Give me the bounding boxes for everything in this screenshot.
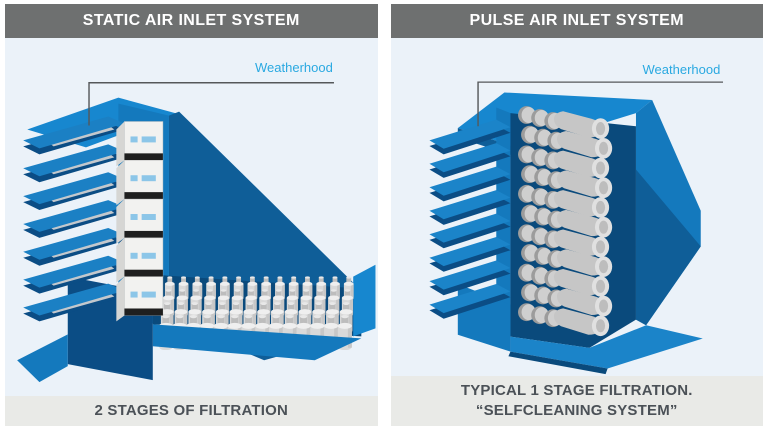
filter-box-column <box>116 121 164 322</box>
base-floor <box>509 325 703 369</box>
caption-line: 2 STAGES OF FILTRATION <box>94 402 289 419</box>
pulse-system-illustration <box>428 81 723 375</box>
duct-right-flap <box>353 264 376 337</box>
weatherhood-leader-line <box>88 82 334 126</box>
louvers-group <box>23 116 125 322</box>
panel-pulse-air-inlet: PULSE AIR INLET SYSTEM Weatherhood <box>390 4 763 426</box>
panel-title-static: STATIC AIR INLET SYSTEM <box>5 4 378 38</box>
weatherhood-label: Weatherhood <box>642 62 721 77</box>
panel-static-air-inlet: STATIC AIR INLET SYSTEM Weatherhood <box>5 4 378 426</box>
base-front-edge <box>507 351 608 375</box>
static-system-illustration <box>17 82 376 383</box>
panel-title-pulse: PULSE AIR INLET SYSTEM <box>390 4 763 38</box>
duct-front-lip <box>152 324 362 361</box>
plenum-skirt <box>17 334 68 383</box>
caption-line: TYPICAL 1 STAGE FILTRATION. <box>460 382 693 399</box>
right-side-shadow <box>635 169 701 326</box>
pulse-caption: TYPICAL 1 STAGE FILTRATION. “SELFCLEANIN… <box>390 376 763 426</box>
static-caption: 2 STAGES OF FILTRATION <box>5 396 378 426</box>
caption-line: “SELFCLEANING SYSTEM” <box>475 402 678 419</box>
louvers-group <box>428 119 510 319</box>
weatherhood-label: Weatherhood <box>255 60 333 75</box>
pulse-illustration-area: Weatherhood <box>390 38 763 376</box>
weatherhood-leader-line <box>476 81 723 127</box>
static-illustration-area: Weatherhood <box>5 38 378 396</box>
